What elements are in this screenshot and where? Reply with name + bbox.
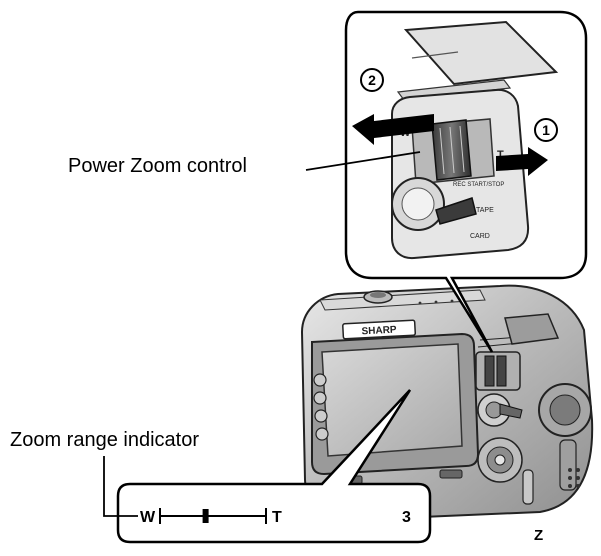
camcorder-body: SHARP [300, 284, 594, 522]
tape-marking: TAPE [476, 207, 494, 214]
side-button [313, 391, 327, 405]
step-one-number: 1 [542, 122, 550, 138]
zoom-tele-label: T [272, 509, 282, 526]
zoom-range-leader [103, 456, 138, 517]
zoom-switch-closeup: W T 2 1 REC START/STOP TAPE CARD [352, 20, 559, 260]
side-button [313, 373, 327, 387]
rec-marking: REC START/STOP [453, 182, 504, 188]
page-number: 3 [402, 509, 411, 526]
viewfinder [504, 313, 560, 345]
step-two-number: 2 [368, 72, 376, 88]
speaker-grille [568, 468, 580, 488]
power-zoom-label: Power Zoom control [68, 155, 247, 177]
power-zoom-leader [305, 151, 421, 171]
lcd-screen [321, 343, 463, 457]
zoom-display-balloon [116, 389, 432, 544]
side-button [315, 427, 329, 441]
step-one-badge [534, 118, 558, 142]
tele-marking: T [497, 149, 504, 161]
hand-strap [403, 20, 559, 86]
side-button [314, 409, 328, 423]
zoom-range-indicator: W T 3 [140, 508, 411, 526]
arrow-right-icon [496, 147, 548, 176]
arrow-left-icon [352, 114, 434, 145]
zoom-level-marker [202, 509, 209, 523]
corner-mark: Z [534, 527, 543, 544]
zoom-range-label: Zoom range indicator [10, 429, 199, 451]
logo-plate [342, 319, 417, 340]
card-marking: CARD [470, 233, 490, 240]
step-two-badge [360, 68, 384, 92]
zoom-wide-label: W [140, 509, 156, 526]
camera-logo: SHARP [361, 325, 397, 338]
mode-lever [435, 197, 477, 225]
